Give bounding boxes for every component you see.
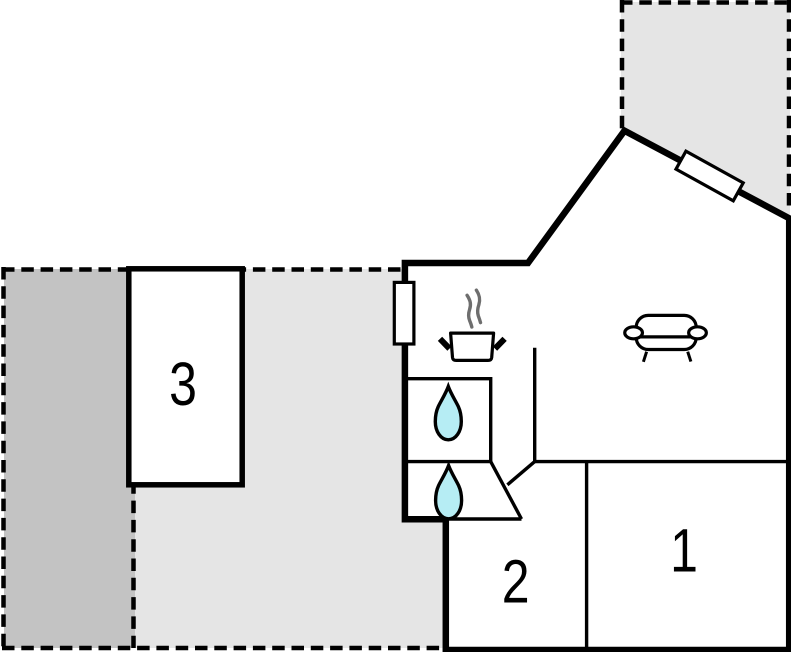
- svg-text:2: 2: [502, 548, 530, 616]
- svg-text:1: 1: [670, 517, 698, 585]
- svg-text:3: 3: [169, 351, 197, 419]
